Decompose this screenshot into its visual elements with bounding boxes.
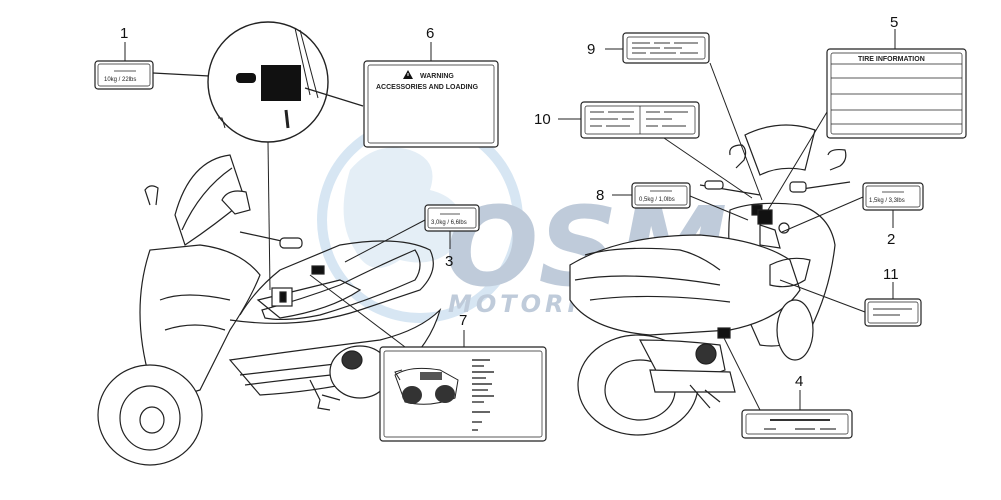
label-7	[379, 346, 547, 442]
leader-10	[663, 137, 753, 199]
scooter-illustration-icon	[394, 367, 459, 405]
label-11	[864, 298, 922, 327]
leader-4	[723, 337, 761, 411]
label-5: TIRE INFORMATION	[826, 48, 967, 139]
label-6-title: WARNING	[420, 73, 454, 80]
label-5-title: TIRE INFORMATION	[858, 56, 925, 63]
detail-zoom-circle	[207, 21, 329, 143]
leader-5	[767, 111, 828, 211]
label-1: 10kg / 22lbs	[94, 60, 154, 90]
label-3: 3,0kg / 6,6lbs	[424, 204, 480, 232]
label-2-text: 1,5kg / 3,3lbs	[869, 198, 905, 204]
leader-zoom	[267, 141, 271, 291]
callout-1: 1	[120, 25, 128, 42]
callout-3: 3	[445, 253, 453, 270]
callout-2: 2	[887, 231, 895, 248]
leader-7	[309, 274, 406, 348]
callout-4: 4	[795, 373, 803, 390]
leader-11	[779, 279, 866, 313]
callout-5: 5	[890, 14, 898, 31]
label-10	[580, 101, 700, 139]
label-9	[622, 32, 710, 64]
callout-10: 10	[534, 111, 551, 128]
label-6-line: ACCESSORIES AND LOADING	[376, 84, 479, 91]
label-4	[741, 409, 853, 439]
label-3-text: 3,0kg / 6,6lbs	[431, 220, 467, 226]
callout-11: 11	[883, 266, 899, 283]
callout-6: 6	[426, 25, 434, 42]
leader-3	[344, 219, 426, 263]
scooter-right	[569, 124, 851, 436]
watermark-globe-land	[343, 147, 462, 268]
leader-6	[304, 87, 364, 107]
label-8-text: 0,5kg / 1,0lbs	[639, 197, 675, 203]
leader-9	[709, 62, 763, 201]
label-6: WARNING ACCESSORIES AND LOADING	[363, 60, 499, 148]
label-1-text: 10kg / 22lbs	[104, 77, 136, 83]
label-8: 0,5kg / 1,0lbs	[631, 182, 691, 209]
leader-8	[689, 195, 749, 221]
leader-2	[781, 196, 864, 233]
callout-8: 8	[596, 187, 604, 204]
warning-triangle-icon	[403, 70, 413, 79]
callout-9: 9	[587, 41, 595, 58]
callout-7: 7	[459, 312, 467, 329]
label-2: 1,5kg / 3,3lbs	[862, 182, 924, 211]
